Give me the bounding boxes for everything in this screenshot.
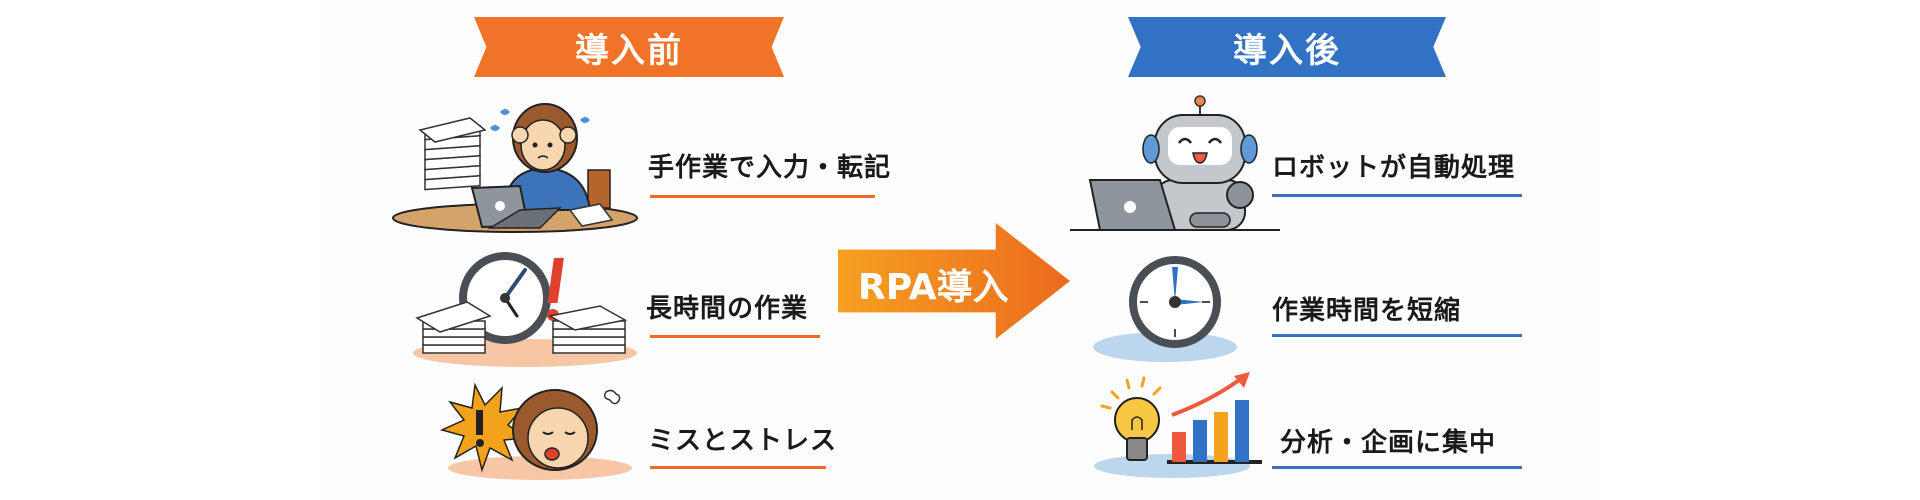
robot-laptop-icon xyxy=(1070,95,1280,231)
exhausted-worker-alert-icon xyxy=(439,382,632,480)
after-item-1-label: ロボットが自動処理 xyxy=(1272,153,1516,183)
clock-icon xyxy=(1093,256,1237,362)
before-item-2-underline xyxy=(650,335,820,338)
before-title: 導入前 xyxy=(575,30,683,71)
before-item-1-underline xyxy=(650,195,875,198)
before-item-1-label: 手作業で入力・転記 xyxy=(648,153,892,183)
after-item-3-underline xyxy=(1272,466,1522,469)
before-item-3-underline xyxy=(650,466,826,469)
after-item-3-label: 分析・企画に集中 xyxy=(1280,428,1497,458)
stressed-worker-paper-stack-icon xyxy=(392,103,638,233)
before-header-ribbon: 導入前 xyxy=(474,17,784,77)
before-item-3-label: ミスとストレス xyxy=(648,426,838,456)
after-title: 導入後 xyxy=(1233,30,1341,71)
clock-paper-stacks-alert-icon xyxy=(413,252,637,367)
after-item-2-underline xyxy=(1272,334,1522,337)
lightbulb-growth-chart-icon xyxy=(1094,372,1262,478)
after-header-ribbon: 導入後 xyxy=(1128,17,1446,77)
before-item-2-label: 長時間の作業 xyxy=(646,294,809,324)
after-item-1-underline xyxy=(1272,194,1522,197)
after-item-2-label: 作業時間を短縮 xyxy=(1272,296,1462,326)
rpa-transition-label: RPA導入 xyxy=(858,267,1009,308)
